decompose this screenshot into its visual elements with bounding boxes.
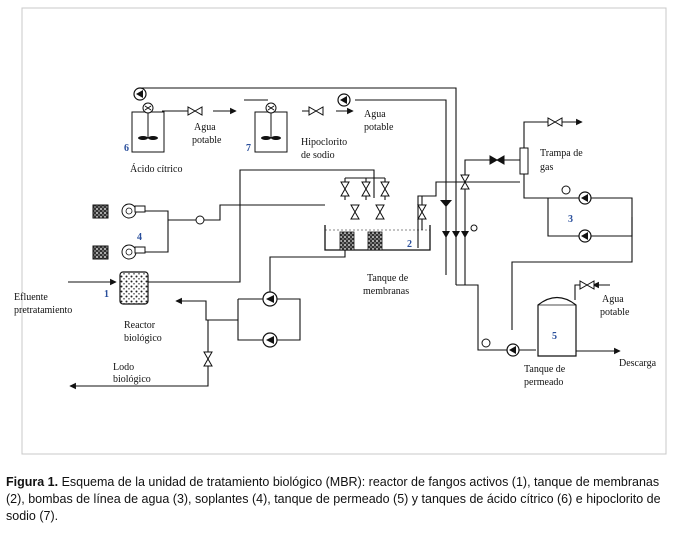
air-filter-top [92, 204, 109, 219]
label-effluent-2: pretratamiento [14, 305, 72, 316]
pressure-gauges [195, 185, 571, 348]
diagram-frame [21, 7, 667, 455]
label-permeate-tank: Tanque de [524, 364, 566, 375]
label-reactor-2: biológico [124, 333, 162, 344]
mbr-process-diagram: Efluente pretratamiento Reactor biológic… [14, 7, 667, 455]
valve-water-7 [308, 106, 318, 116]
gas-trap [519, 147, 529, 175]
number-6: 6 [124, 143, 129, 154]
label-water-5: Agua [602, 294, 624, 305]
label-reactor: Reactor [124, 320, 156, 331]
valve-permeate-b [460, 174, 470, 184]
valve-water-6 [187, 106, 197, 116]
citric-acid-tank-6 [131, 102, 165, 153]
number-4: 4 [137, 232, 142, 243]
valves [187, 106, 595, 367]
valve-gas-trap [489, 155, 499, 165]
label-gas-trap-2: gas [540, 162, 553, 173]
number-1: 1 [104, 289, 109, 300]
membrane-module-left [339, 231, 355, 251]
valve-gas-outlet [547, 117, 557, 127]
valve-dose-b [361, 181, 371, 191]
label-gas-trap: Trampa de [540, 148, 583, 159]
number-2: 2 [407, 239, 412, 250]
valve-module-a [350, 204, 360, 214]
label-water-7: Agua [364, 109, 386, 120]
caption-text: Esquema de la unidad de tratamiento biol… [6, 475, 661, 523]
reactor-1 [119, 271, 149, 305]
valve-module-b [375, 204, 385, 214]
number-3: 3 [568, 214, 573, 225]
valve-dose-a [340, 181, 350, 191]
caption-label: Figura 1. [6, 475, 59, 489]
hypochlorite-tank-7 [254, 102, 288, 153]
label-water-6: Agua [194, 122, 216, 133]
label-water-5-2: potable [600, 307, 630, 318]
valve-sludge [203, 351, 213, 361]
process-lines [68, 87, 633, 390]
figure-caption: Figura 1. Esquema de la unidad de tratam… [6, 474, 672, 525]
label-water-7-2: potable [364, 122, 394, 133]
valve-water-5 [579, 280, 589, 290]
valve-permeate-a [417, 204, 427, 214]
label-sludge: Lodo [113, 362, 134, 373]
membrane-module-right [367, 231, 383, 251]
flow-arrows [440, 200, 469, 238]
label-citric-acid: Ácido cítrico [130, 163, 182, 175]
permeate-tank-5 [537, 296, 577, 357]
blowers-4 [92, 203, 146, 260]
number-5: 5 [552, 331, 557, 342]
label-water-6-2: potable [192, 135, 222, 146]
label-hypochlorite: Hipoclorito [301, 137, 347, 148]
label-permeate-tank-2: permeado [524, 377, 563, 388]
label-effluent: Efluente [14, 292, 48, 303]
label-hypochlorite-2: de sodio [301, 150, 335, 161]
label-sludge-2: biológico [113, 374, 151, 385]
label-membrane-tank: Tanque de [367, 273, 409, 284]
label-membrane-tank-2: membranas [363, 286, 409, 297]
label-discharge: Descarga [619, 358, 657, 369]
air-filter-bottom [92, 245, 109, 260]
valve-dose-c [380, 181, 390, 191]
number-7: 7 [246, 143, 251, 154]
